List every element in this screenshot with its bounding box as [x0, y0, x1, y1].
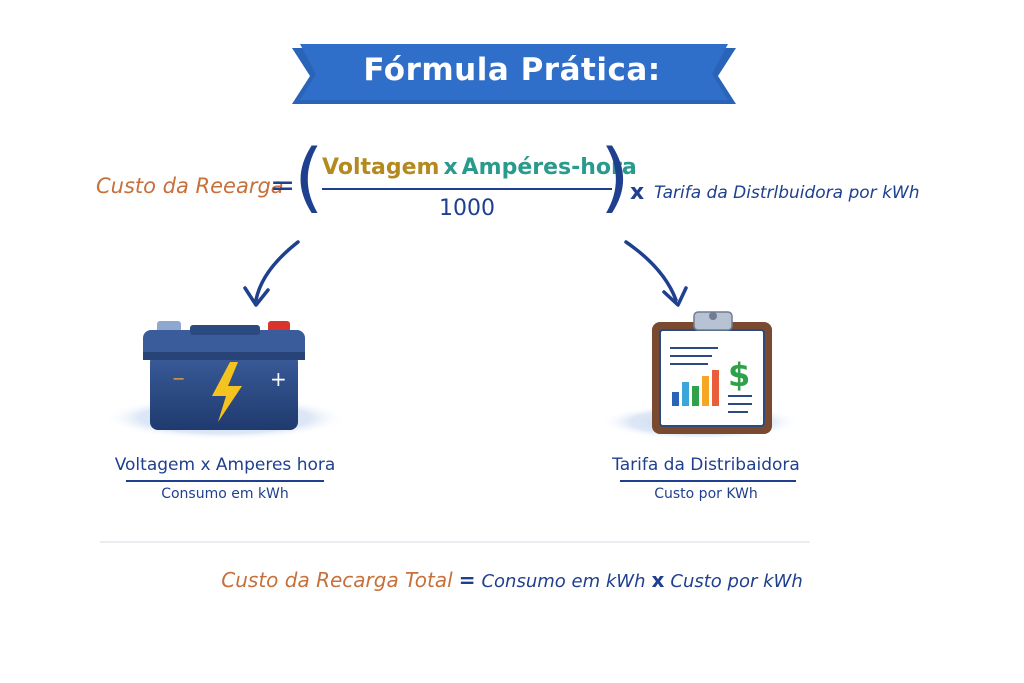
total-term-custo: Custo por kWh [670, 571, 803, 592]
formula-paren-left: ( [294, 132, 324, 221]
battery-plus-sign: + [270, 367, 287, 391]
fraction-bar [322, 188, 612, 190]
curved-arrow-down-right-icon [624, 240, 688, 307]
battery-label-line [126, 480, 324, 482]
total-term-consumo: Consumo em kWh [481, 571, 646, 592]
formula-paren-right: ) [600, 132, 630, 221]
battery-icon: − + [103, 321, 347, 440]
bar-chart-icon [672, 370, 719, 406]
banner-title: Fórmula Prática: [363, 52, 661, 88]
total-equals: = [458, 568, 476, 592]
battery-label-main: Voltagem x Amperes hora [114, 455, 336, 475]
total-times: x [651, 568, 665, 592]
curved-arrow-down-left-icon [243, 240, 300, 307]
formula-tarifa: Tarifa da Distrlbuidora por kWh [654, 183, 920, 203]
battery-label-sub: Consumo em kWh [161, 486, 289, 502]
numerator-times: x [443, 155, 458, 180]
total-lhs: Custo da Recarga Total [221, 568, 453, 592]
numerator-voltagem: Voltagem [322, 155, 440, 180]
clipboard-report-icon: $ [600, 311, 800, 440]
battery-minus-sign: − [172, 369, 185, 388]
formula-lhs: Custo da Reearga [96, 174, 284, 198]
formula-equals: = [270, 168, 296, 203]
formula-denominator: 1000 [439, 196, 495, 221]
dollar-sign: $ [728, 356, 750, 394]
clipboard-label-main: Tarifa da Distribaidora [612, 455, 800, 475]
numerator-amperes-hora: Ampéres-hora [461, 155, 637, 180]
clipboard-label-line [620, 480, 796, 482]
clipboard-label-sub: Custo por KWh [654, 486, 758, 502]
lightning-bolt-icon [212, 362, 242, 422]
formula-times: x [630, 180, 645, 205]
title-banner [292, 44, 736, 104]
